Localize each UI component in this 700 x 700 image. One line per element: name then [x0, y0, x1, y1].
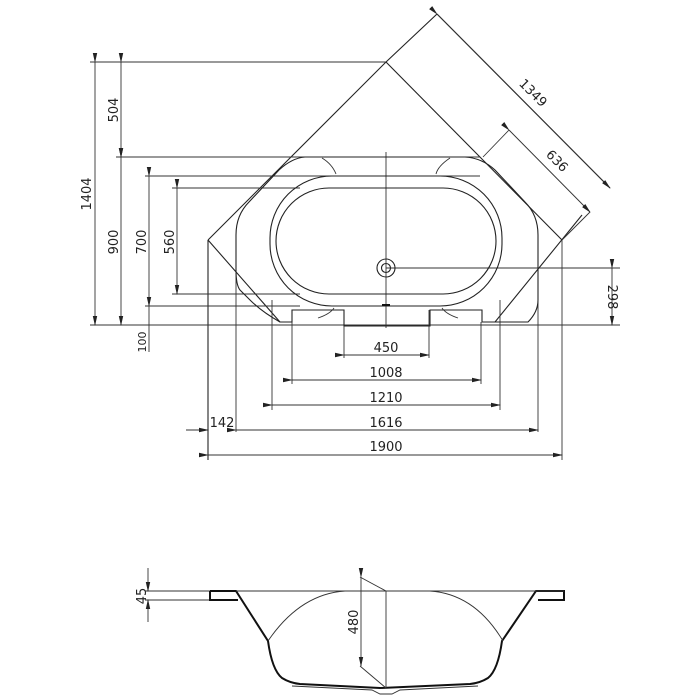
dim-front-depth: 900 — [107, 230, 122, 255]
dim-corner-side: 1349 — [515, 77, 549, 111]
dim-overall-width: 1900 — [369, 440, 402, 455]
dim-front-width: 1616 — [369, 416, 402, 431]
dim-front-step: 450 — [374, 341, 399, 356]
dim-inner-depth: 560 — [163, 230, 178, 255]
dim-rim-thickness: 45 — [135, 588, 150, 605]
dim-drain-offset: 298 — [604, 285, 619, 310]
dim-side-offset: 142 — [210, 416, 235, 431]
dim-outer-inner-depth: 700 — [135, 230, 150, 255]
section-view: 45 480 — [135, 568, 565, 695]
plan-view: 1404 504 900 700 560 100 298 450 1008 12… — [80, 6, 620, 460]
section-profile — [210, 590, 565, 690]
dim-section-depth: 480 — [347, 610, 362, 635]
dim-front-lip: 100 — [136, 332, 149, 353]
basin-inner-oval — [275, 187, 497, 295]
dim-overall-depth: 1404 — [80, 177, 95, 210]
drain-icon — [376, 258, 396, 278]
tub-outline — [207, 13, 611, 460]
reference-lines — [90, 61, 620, 460]
rim-outline — [235, 156, 539, 327]
dim-corner-offset: 504 — [107, 98, 122, 123]
dim-inner-width: 1008 — [369, 366, 402, 381]
dim-basin-width: 1210 — [369, 391, 402, 406]
dim-angled-edge: 636 — [542, 147, 570, 175]
